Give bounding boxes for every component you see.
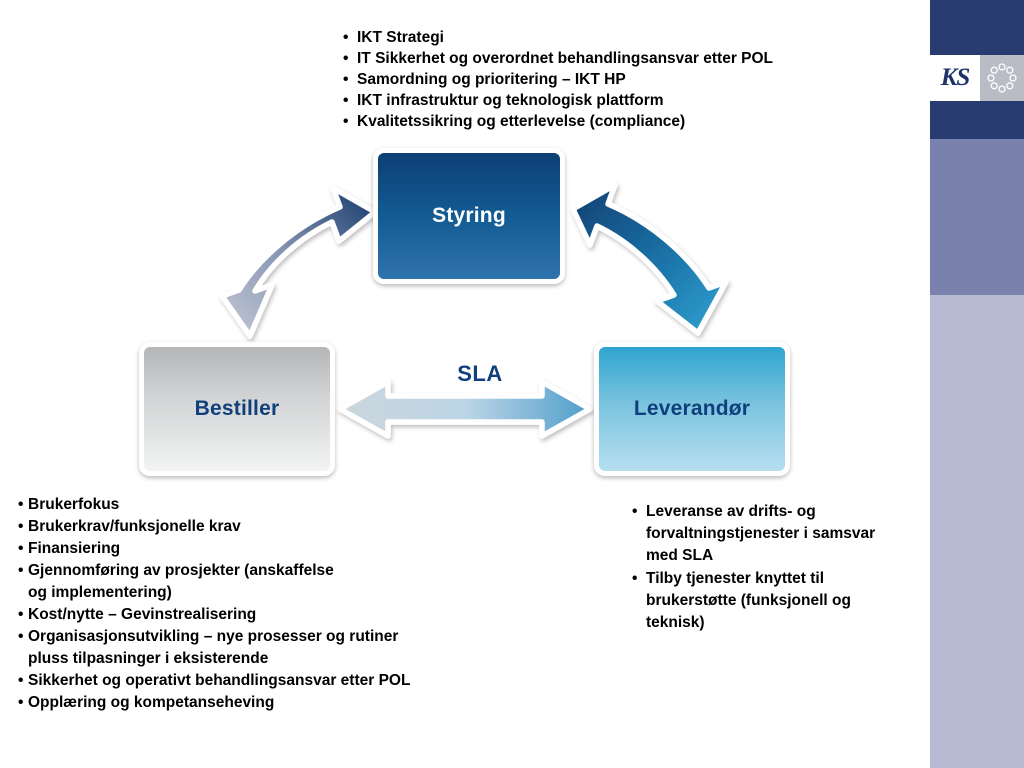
- list-item-label: Sikkerhet og operativt behandlingsansvar…: [28, 672, 411, 689]
- ks-logo-text: KS: [940, 64, 971, 91]
- leverandor-responsibilities-list: • Leveranse av drifts- og forvaltningstje…: [632, 501, 947, 635]
- sla-label: SLA: [457, 361, 503, 386]
- list-item: •Brukerfokus: [18, 494, 578, 516]
- brand-sidebar: [930, 0, 1024, 768]
- node-leverandor-label: Leverandør: [633, 397, 751, 420]
- list-item: • IT Sikkerhet og overordnet behandlingsa…: [343, 48, 923, 69]
- bullet-icon: •: [18, 694, 24, 711]
- list-item-label: Kost/nytte – Gevinstrealisering: [28, 606, 257, 623]
- list-item-label: Gjennomføring av prosjekter (anskaffelse…: [28, 562, 334, 601]
- list-item-label: IKT infrastruktur og teknologisk plattfo…: [357, 92, 664, 109]
- list-item-label: Tilby tjenester knyttet til brukerstøtte…: [646, 570, 851, 631]
- list-item-label: Leveranse av drifts- og forvaltningstjen…: [646, 503, 876, 564]
- list-item-label: IKT Strategi: [357, 29, 444, 46]
- list-item: • Tilby tjenester knyttet til brukerstøtt…: [632, 568, 947, 634]
- node-leverandor[interactable]: Leverandør: [594, 342, 790, 476]
- list-item-label: Organisasjonsutvikling – nye prosesser o…: [28, 628, 399, 667]
- list-item: •Brukerkrav/funksjonelle krav: [18, 516, 578, 538]
- bullet-icon: •: [343, 29, 349, 46]
- list-item-label: Kvalitetssikring og etterlevelse (compli…: [357, 113, 686, 130]
- list-item: • Samordning og prioritering – IKT HP: [343, 69, 923, 90]
- styring-responsibilities-list: • IKT Strategi • IT Sikkerhet og overordnet…: [343, 27, 923, 132]
- bullet-icon: •: [343, 113, 349, 130]
- node-styring-label: Styring: [432, 204, 506, 227]
- list-item: •Kost/nytte – Gevinstrealisering: [18, 604, 578, 626]
- bestiller-responsibilities-list: •Brukerfokus•Brukerkrav/funksjonelle kra…: [18, 494, 578, 714]
- bullet-icon: •: [18, 628, 24, 645]
- arrow-bestiller-leverandor: [337, 379, 593, 439]
- list-item-label: IT Sikkerhet og overordnet behandlingsan…: [357, 50, 774, 67]
- list-item-label: Brukerkrav/funksjonelle krav: [28, 518, 241, 535]
- bullet-icon: •: [18, 672, 24, 689]
- bullet-icon: •: [18, 562, 24, 579]
- bullet-icon: •: [343, 92, 349, 109]
- node-styring[interactable]: Styring: [373, 148, 565, 284]
- list-item: • Kvalitetssikring og etterlevelse (compl…: [343, 111, 923, 132]
- list-item: •Finansiering: [18, 538, 578, 560]
- node-bestiller[interactable]: Bestiller: [139, 342, 335, 476]
- bullet-icon: •: [343, 50, 349, 67]
- arrow-styring-leverandor: [570, 182, 729, 336]
- bullet-icon: •: [18, 540, 24, 557]
- bullet-icon: •: [632, 503, 638, 520]
- list-item: •Gjennomføring av prosjekter (anskaffels…: [18, 560, 578, 604]
- list-item: •Sikkerhet og operativt behandlingsansva…: [18, 670, 578, 692]
- list-item: • IKT Strategi: [343, 27, 923, 48]
- ring-of-dots-icon: [980, 55, 1024, 101]
- ks-logo-wordmark: KS: [930, 55, 980, 101]
- list-item-label: Finansiering: [28, 540, 121, 557]
- list-item: • IKT infrastruktur og teknologisk plattf…: [343, 90, 923, 111]
- node-bestiller-label: Bestiller: [194, 397, 280, 420]
- list-item: •Organisasjonsutvikling – nye prosesser …: [18, 626, 578, 670]
- list-item-label: Brukerfokus: [28, 496, 120, 513]
- bullet-icon: •: [343, 71, 349, 88]
- list-item-label: Samordning og prioritering – IKT HP: [357, 71, 626, 88]
- list-item-label: Opplæring og kompetanseheving: [28, 694, 275, 711]
- bullet-icon: •: [632, 570, 638, 587]
- sidebar-band-mid: [930, 139, 1024, 295]
- arrow-bestiller-styring: [219, 185, 378, 339]
- list-item: •Opplæring og kompetanseheving: [18, 692, 578, 714]
- list-item: • Leveranse av drifts- og forvaltningstje…: [632, 501, 947, 567]
- bullet-icon: •: [18, 496, 24, 513]
- bullet-icon: •: [18, 606, 24, 623]
- ks-logo: KS: [930, 55, 1024, 101]
- sidebar-band-light: [930, 295, 1024, 768]
- bullet-icon: •: [18, 518, 24, 535]
